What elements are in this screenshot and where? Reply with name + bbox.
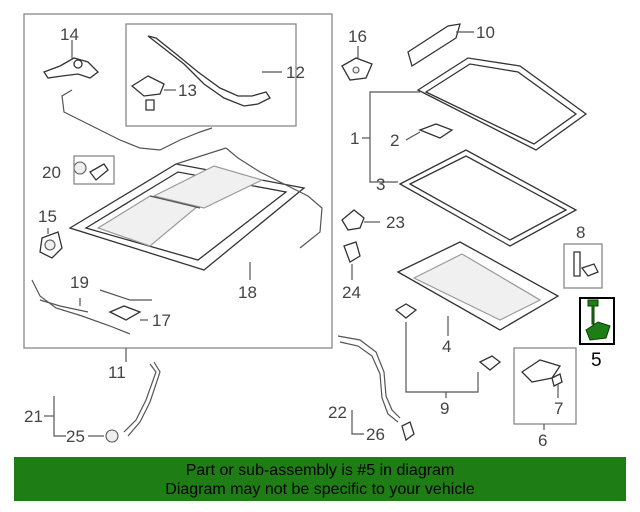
callout-3: 3 bbox=[376, 175, 385, 194]
drain-hose-cable bbox=[61, 89, 213, 151]
part-9-handle[interactable] bbox=[394, 303, 502, 398]
part-3-weatherstrip[interactable] bbox=[398, 149, 578, 247]
part-4-sunshade[interactable] bbox=[396, 241, 560, 336]
callout-24: 24 bbox=[342, 283, 361, 302]
part-17-block[interactable] bbox=[108, 305, 148, 321]
callout-8: 8 bbox=[576, 223, 585, 242]
part-18-sunroof-frame[interactable] bbox=[68, 147, 323, 280]
part-24-clip[interactable] bbox=[343, 241, 361, 280]
part-8-screw-set[interactable] bbox=[563, 243, 603, 289]
part-13-bracket[interactable] bbox=[130, 75, 176, 111]
part-5-highlighted-bracket[interactable] bbox=[579, 297, 615, 345]
callout-2: 2 bbox=[390, 131, 399, 150]
callout-22: 22 bbox=[328, 403, 347, 422]
callout-6: 6 bbox=[538, 431, 547, 450]
callout-7: 7 bbox=[554, 399, 563, 418]
group-box-12 bbox=[125, 23, 297, 127]
group-box-11 bbox=[23, 13, 333, 349]
part-1-glass-panel[interactable] bbox=[416, 57, 588, 151]
callout-labels: 14 12 13 20 15 19 17 18 11 21 25 16 10 1… bbox=[24, 23, 602, 450]
callout-5-highlighted: 5 bbox=[591, 350, 602, 371]
info-banner: Part or sub-assembly is #5 in diagram Di… bbox=[14, 457, 626, 501]
callout-26: 26 bbox=[366, 425, 385, 444]
banner-line-part-info: Part or sub-assembly is #5 in diagram bbox=[185, 462, 455, 479]
callout-15: 15 bbox=[38, 207, 57, 226]
part-25-clip[interactable] bbox=[105, 429, 119, 443]
part-19-wire[interactable] bbox=[31, 279, 152, 335]
callout-11: 11 bbox=[108, 363, 126, 382]
part-15-motor[interactable] bbox=[39, 228, 63, 259]
part-6-assembly[interactable] bbox=[513, 347, 577, 430]
callout-9: 9 bbox=[440, 399, 449, 418]
part-21-drain-tube[interactable] bbox=[44, 361, 161, 443]
callout-4: 4 bbox=[442, 337, 451, 356]
callout-13: 13 bbox=[178, 81, 197, 100]
callout-20: 20 bbox=[42, 163, 61, 182]
part-14-harness[interactable] bbox=[43, 40, 99, 79]
callout-21: 21 bbox=[24, 407, 43, 426]
leader-1 bbox=[369, 91, 420, 183]
callout-23: 23 bbox=[386, 213, 405, 232]
part-26-grommet[interactable] bbox=[401, 421, 415, 442]
callout-18: 18 bbox=[238, 283, 257, 302]
part-20-bracket[interactable] bbox=[73, 155, 115, 185]
part-22-drain-hose[interactable] bbox=[337, 335, 415, 442]
callout-10: 10 bbox=[476, 23, 495, 42]
banner-line-disclaimer: Diagram may not be specific to your vehi… bbox=[165, 481, 475, 498]
part-10-deflector[interactable] bbox=[407, 23, 474, 68]
sunroof-frame-group-box bbox=[23, 13, 333, 349]
part-12-cable[interactable] bbox=[147, 35, 282, 107]
callout-12: 12 bbox=[286, 63, 305, 82]
callout-25: 25 bbox=[66, 427, 85, 446]
part-16-guide[interactable] bbox=[341, 46, 373, 81]
callout-14: 14 bbox=[60, 25, 79, 44]
callout-16: 16 bbox=[348, 27, 367, 46]
part-23-bracket[interactable] bbox=[341, 209, 380, 231]
part-2-clip[interactable] bbox=[405, 123, 454, 141]
callout-19: 19 bbox=[70, 273, 89, 292]
callout-17: 17 bbox=[152, 311, 171, 330]
callout-1: 1 bbox=[350, 129, 359, 148]
